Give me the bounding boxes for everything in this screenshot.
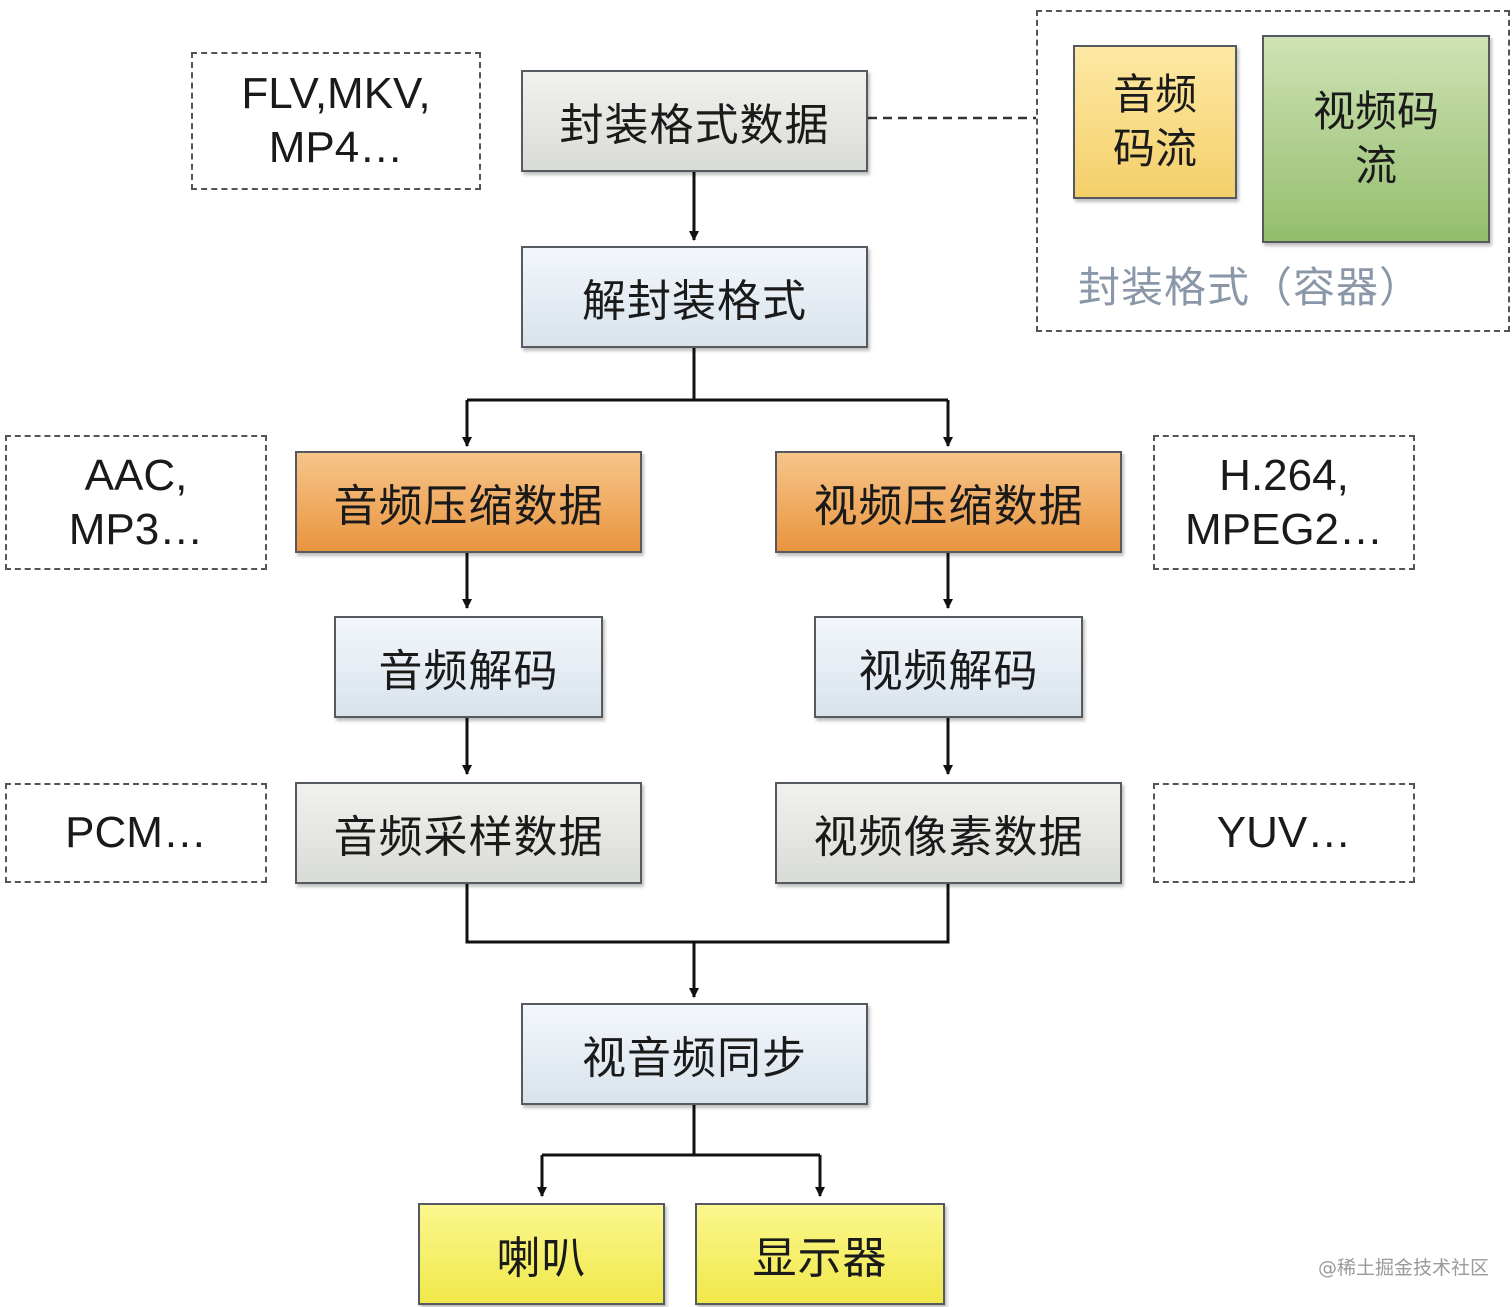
note-audio-raw-text: PCM… [65, 808, 207, 857]
node-speaker: 喇叭 [418, 1203, 665, 1305]
note-video-raw: YUV… [1153, 783, 1415, 883]
audio-stream-box: 音频 码流 [1073, 45, 1237, 199]
note-audio-raw: PCM… [5, 783, 267, 883]
audio-stream-line2: 码流 [1112, 124, 1197, 173]
note-video-codecs-line2: MPEG2… [1184, 504, 1384, 554]
note-video-raw-text: YUV… [1216, 808, 1352, 857]
node-container-data: 封装格式数据 [521, 70, 868, 172]
node-av-sync: 视音频同步 [521, 1003, 868, 1105]
note-audio-codecs-line2: MP3… [68, 504, 204, 554]
node-audio-samples: 音频采样数据 [295, 782, 642, 884]
video-stream-line2: 流 [1354, 141, 1397, 190]
audio-stream-line1: 音频 [1112, 70, 1197, 119]
container-label: 封装格式（容器） [1078, 263, 1423, 312]
node-demux: 解封装格式 [521, 246, 868, 348]
node-video-decode: 视频解码 [814, 616, 1083, 718]
split-sync-line [542, 1105, 820, 1157]
note-audio-codecs-line1: AAC, [84, 450, 188, 500]
note-video-codecs-line1: H.264, [1219, 450, 1349, 500]
node-video-compressed: 视频压缩数据 [775, 451, 1122, 553]
node-audio-compressed: 音频压缩数据 [295, 451, 642, 553]
merge-line [465, 884, 950, 944]
note-container-formats-line1: FLV,MKV, [241, 69, 431, 118]
node-display: 显示器 [695, 1203, 945, 1305]
note-video-codecs: H.264, MPEG2… [1153, 435, 1415, 570]
video-stream-line1: 视频码 [1312, 87, 1439, 136]
watermark: @稀土掘金技术社区 [1318, 1257, 1490, 1279]
video-stream-box: 视频码 流 [1262, 35, 1490, 243]
note-audio-codecs: AAC, MP3… [5, 435, 267, 570]
container-detail: 音频 码流 视频码 流 封装格式（容器） [1036, 10, 1510, 332]
note-container-formats: FLV,MKV, MP4… [191, 52, 481, 190]
note-container-formats-line2: MP4… [268, 123, 404, 172]
split-demux-line [467, 348, 948, 402]
node-video-pixels: 视频像素数据 [775, 782, 1122, 884]
node-audio-decode: 音频解码 [334, 616, 603, 718]
